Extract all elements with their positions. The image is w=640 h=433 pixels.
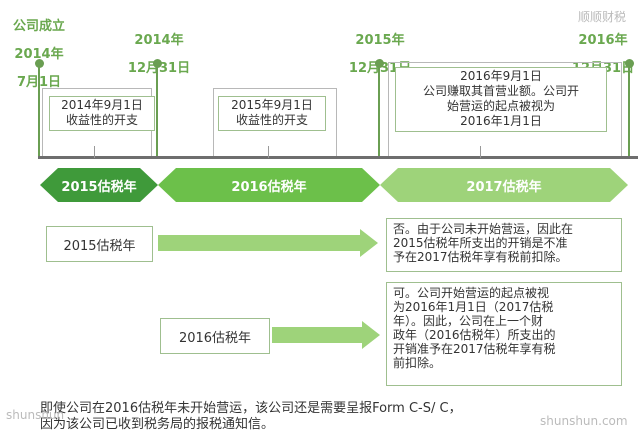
- year-band-arrows: [40, 168, 628, 202]
- watermark-top-right: 顺顺财税: [578, 10, 627, 24]
- footer-note-line1: 即使公司在2016估税年未开始营运，该公司还是需要呈报Form C-S/ C，: [40, 401, 462, 416]
- pin-line: [38, 64, 40, 158]
- date-label-caption: 公司成立: [12, 19, 65, 34]
- timeline-tick: [94, 146, 95, 158]
- date-label-year: 2016年: [578, 33, 628, 48]
- timeline-tick: [268, 146, 269, 158]
- row-arrow-2016: [272, 321, 380, 349]
- row-label-2016: 2016估税年: [160, 318, 270, 354]
- row-label-2015: 2015估税年: [46, 226, 153, 262]
- event-bracket: [388, 62, 622, 157]
- date-label-2014-12-31: 2014年 12月31日: [126, 20, 192, 90]
- watermark-bottom-left: shunshun: [6, 408, 65, 422]
- year-band-2016-shape: [158, 168, 380, 202]
- footer-note: 即使公司在2016估税年未开始营运，该公司还是需要呈报Form C-S/ C， …: [40, 401, 462, 433]
- event-box-2014-09-01: 2014年9月1日 收益性的开支: [49, 96, 155, 131]
- pin-dot: [375, 59, 384, 68]
- pin-line: [378, 64, 380, 158]
- year-band-2017-label: 2017估税年: [466, 179, 542, 195]
- timeline-tick: [480, 146, 481, 158]
- date-label-2014-07-01: 公司成立 2014年 7月1日: [8, 6, 70, 104]
- row-arrow-2015: [158, 229, 378, 257]
- event-bracket: [213, 88, 337, 157]
- timeline-axis: [38, 156, 638, 159]
- year-band-2016-label: 2016估税年: [231, 179, 307, 195]
- row-result-2015: 否。由于公司未开始营运，因此在 2015估税年所支出的开销是不准 予在2017估…: [386, 218, 622, 272]
- pin-dot: [153, 59, 162, 68]
- date-label-year: 2014年: [134, 33, 184, 48]
- year-band-2015-label: 2015估税年: [61, 179, 137, 195]
- pin-line: [628, 64, 630, 158]
- year-band-2015-shape: [40, 168, 158, 202]
- footer-note-line2: 因为该公司已收到税务局的报税通知信。: [40, 417, 275, 432]
- pin-dot: [35, 59, 44, 68]
- date-label-day: 12月31日: [127, 61, 191, 76]
- date-label-year: 2014年: [14, 47, 64, 62]
- pin-dot: [625, 59, 634, 68]
- year-band-2017-shape: [380, 168, 628, 202]
- row-result-2016: 可。公司开始营运的起点被视 为2016年1月1日（2017估税 年）。因此，公司…: [386, 282, 622, 386]
- event-box-2015-09-01: 2015年9月1日 收益性的开支: [218, 96, 326, 131]
- pin-line: [156, 64, 158, 158]
- event-box-2016-09-01: 2016年9月1日 公司赚取其首营业额。公司开 始营运的起点被视为 2016年1…: [395, 67, 607, 132]
- watermark-bottom-right: shunshun.com: [540, 414, 628, 428]
- date-label-year: 2015年: [355, 33, 405, 48]
